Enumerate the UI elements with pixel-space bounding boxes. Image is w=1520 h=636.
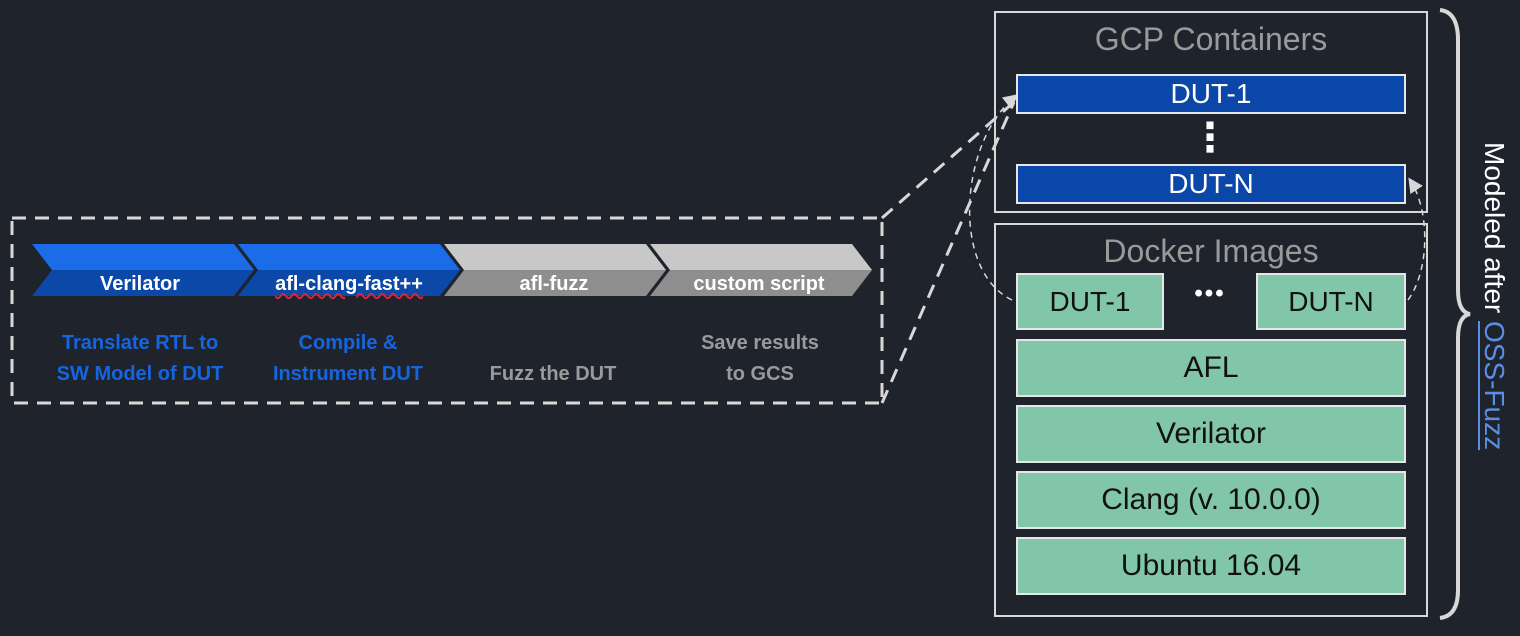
docker-ellipsis: ••• bbox=[1194, 280, 1226, 307]
zoom-line-top bbox=[881, 100, 1015, 220]
layer-verilator: Verilator bbox=[1016, 405, 1406, 463]
step-label-afl-clang: afl-clang-fast++ bbox=[275, 272, 423, 295]
oss-fuzz-link[interactable]: OSS-Fuzz bbox=[1479, 321, 1510, 451]
layer-ubuntu: Ubuntu 16.04 bbox=[1016, 537, 1406, 595]
chevron-afl-clang bbox=[238, 244, 460, 296]
zoom-line-bottom bbox=[880, 101, 1016, 404]
docker-images-panel: Docker Images bbox=[994, 223, 1428, 617]
modeled-after-note: Modeled after OSS-Fuzz bbox=[1478, 142, 1510, 450]
container-vertical-dots: ⋮ bbox=[1190, 115, 1230, 161]
right-brace bbox=[1439, 8, 1471, 620]
docker-dut-n: DUT-N bbox=[1256, 273, 1406, 330]
docker-images-title: Docker Images bbox=[1103, 233, 1319, 269]
step-label-afl-fuzz: afl-fuzz bbox=[519, 272, 589, 295]
build-arrow-left bbox=[968, 94, 1019, 301]
step-label-verilator: Verilator bbox=[99, 272, 181, 295]
modeled-after-text: Modeled after bbox=[1479, 142, 1510, 321]
step-label-custom-script: custom script bbox=[693, 272, 825, 295]
step-desc-verilator: Translate RTL to SW Model of DUT bbox=[56, 332, 224, 385]
step-desc-custom-script: Save results to GCS bbox=[701, 332, 819, 385]
container-dut-1: DUT-1 bbox=[1016, 74, 1406, 114]
container-dut-n: DUT-N bbox=[1016, 164, 1406, 204]
chevron-afl-fuzz bbox=[444, 244, 666, 296]
step-desc-afl-fuzz: Fuzz the DUT bbox=[489, 363, 617, 385]
layer-afl: AFL bbox=[1016, 339, 1406, 397]
gcp-containers-panel: GCP Containers bbox=[994, 11, 1428, 213]
layer-clang: Clang (v. 10.0.0) bbox=[1016, 471, 1406, 529]
chevron-custom-script bbox=[650, 244, 872, 296]
step-desc-afl-clang: Compile & Instrument DUT bbox=[273, 332, 423, 385]
gcp-containers-title: GCP Containers bbox=[1094, 21, 1328, 57]
docker-dut-1: DUT-1 bbox=[1016, 273, 1164, 330]
chevron-verilator bbox=[32, 244, 254, 296]
build-arrow-right bbox=[1407, 177, 1426, 301]
